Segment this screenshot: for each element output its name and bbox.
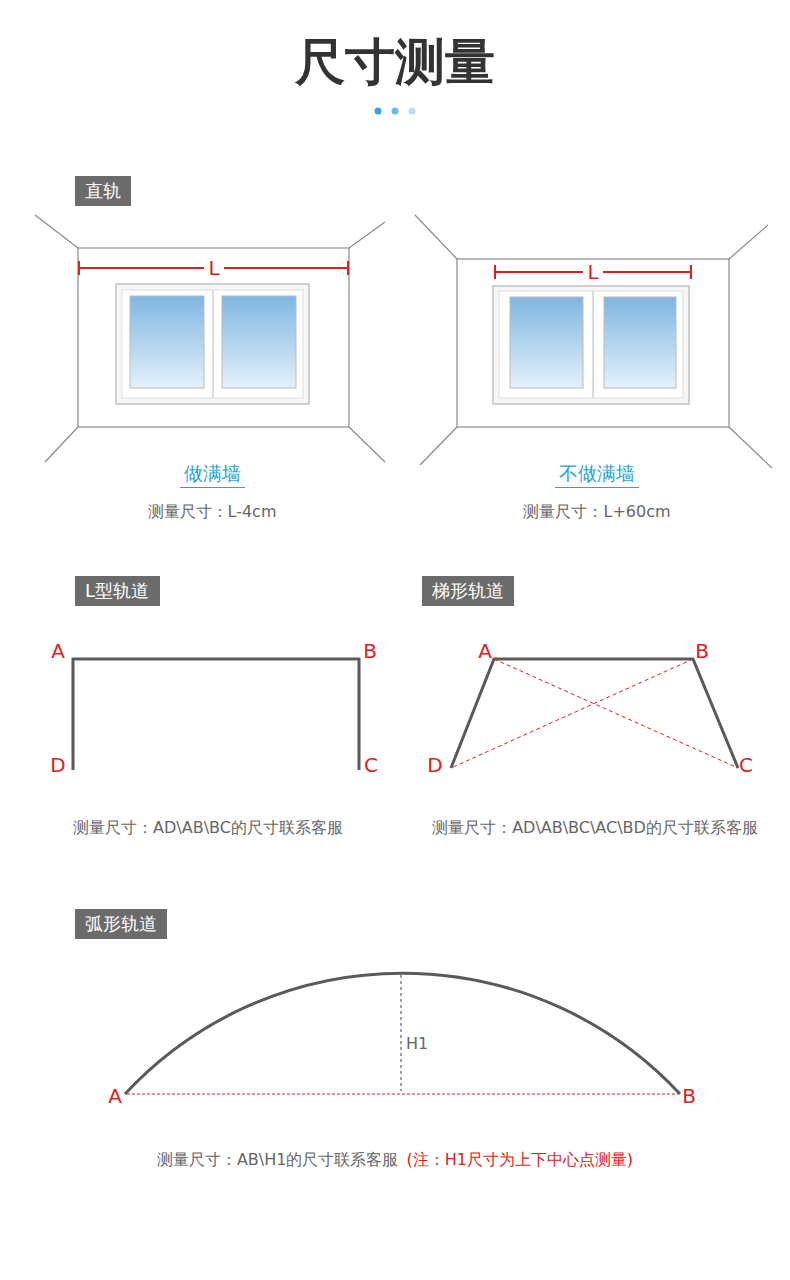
diagonal-bd (451, 659, 693, 768)
point-label: B (363, 639, 377, 663)
section-tag-text: 直轨 (85, 180, 121, 202)
note-row: 测量尺寸：AB\H1的尺寸联系客服 (注：H1尺寸为上下中心点测量) (157, 1150, 633, 1169)
height-h1 (401, 975, 402, 1091)
point-label: D (50, 753, 65, 777)
dimension-label: L (204, 256, 223, 280)
title-dot (409, 108, 416, 115)
title-dot (375, 108, 382, 115)
point-label: B (682, 1084, 696, 1108)
measure-note: 测量尺寸：L-4cm (148, 502, 277, 521)
room-partial-wall (415, 215, 772, 468)
point-label: A (51, 639, 65, 663)
dimension-label: L (583, 260, 602, 284)
remark-note: (注：H1尺寸为上下中心点测量) (406, 1150, 633, 1169)
l-rail (73, 659, 359, 770)
section-tag: L型轨道 (75, 576, 160, 606)
point-label: D (427, 753, 442, 777)
title-dot (392, 108, 399, 115)
section-tag: 直轨 (75, 176, 131, 206)
diagonal-ac (494, 659, 738, 768)
point-label: A (478, 639, 492, 663)
height-label: H1 (406, 1034, 428, 1053)
point-label: C (739, 753, 753, 777)
section-tag-text: 梯形轨道 (432, 580, 504, 602)
option-label: 做满墙 (180, 462, 245, 488)
section-tag: 弧形轨道 (75, 909, 167, 939)
page-title: 尺寸测量 (295, 32, 495, 92)
window (493, 286, 689, 404)
measure-note: 测量尺寸：AD\AB\BC\AC\BD的尺寸联系客服 (432, 818, 758, 837)
arc-rail (125, 973, 680, 1094)
point-label: C (364, 753, 378, 777)
section-tag-text: L型轨道 (85, 580, 150, 602)
trapezoid-rail (451, 659, 738, 768)
section-tag-text: 弧形轨道 (85, 913, 157, 935)
window (116, 284, 309, 404)
section-tag: 梯形轨道 (422, 576, 514, 606)
point-label: B (695, 639, 709, 663)
measure-note: 测量尺寸：AB\H1的尺寸联系客服 (157, 1150, 399, 1169)
option-label: 不做满墙 (555, 462, 639, 488)
room-full-wall (35, 215, 385, 462)
chord-ab (127, 1094, 678, 1095)
measure-note: 测量尺寸：L+60cm (523, 502, 670, 521)
measure-note: 测量尺寸：AD\AB\BC的尺寸联系客服 (73, 818, 343, 837)
point-label: A (108, 1084, 122, 1108)
